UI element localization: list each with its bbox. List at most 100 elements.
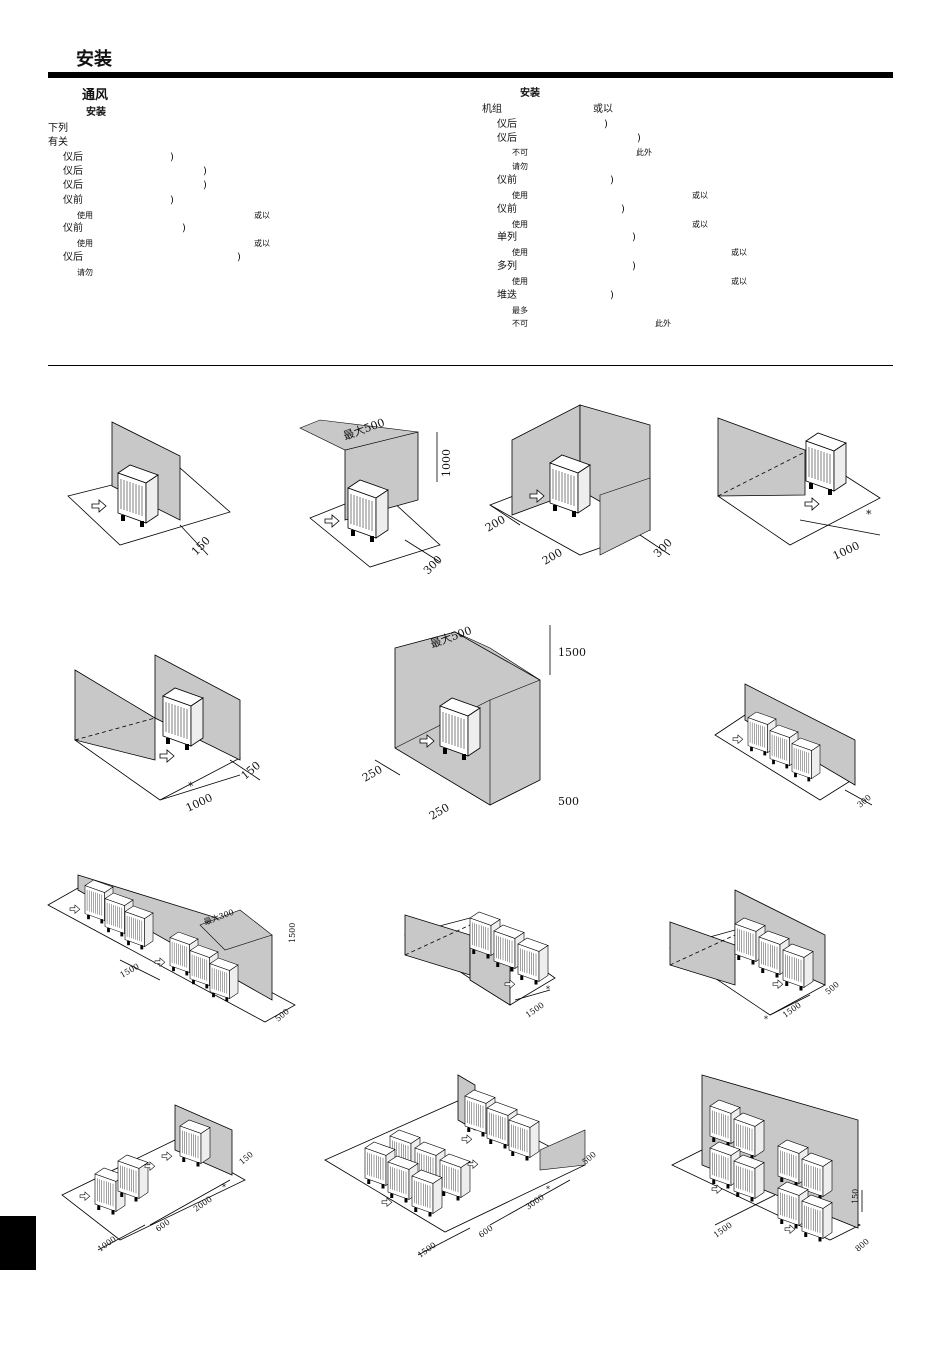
text-line: )	[182, 223, 186, 234]
figure-12: 500 3000 * 600 1500	[324, 1074, 598, 1260]
text-line: )	[621, 204, 625, 215]
text-line: 不可	[512, 148, 528, 157]
page-title: 安装	[76, 49, 112, 70]
dim-label: 1500	[524, 1001, 546, 1020]
text-line: 请勿	[77, 268, 93, 277]
text-line: 使用	[512, 220, 528, 229]
text-line: 使用	[512, 191, 528, 200]
dim-label: 1500	[558, 646, 586, 659]
dim-label: 1500	[416, 1241, 438, 1260]
text-line: 仪后	[63, 180, 83, 191]
section-separator	[48, 365, 893, 366]
text-line: )	[610, 175, 614, 186]
dim-label: *	[188, 780, 194, 793]
figure-13: 150 1500 800	[671, 1074, 871, 1254]
title-rule	[48, 72, 893, 78]
figure-3: 200 200 300	[483, 404, 675, 568]
figure-2: 1000 最大500 300	[299, 415, 453, 577]
text-line: 使用	[77, 239, 93, 248]
text-line: 或以	[692, 220, 708, 229]
dim-label: *	[866, 508, 872, 521]
text-line: 仪后	[63, 166, 83, 177]
text-line: )	[237, 252, 241, 263]
text-line: 或以	[254, 239, 270, 248]
figure-4: * 1000	[717, 417, 881, 563]
dim-label: 300	[651, 536, 675, 560]
text-line: )	[632, 261, 636, 272]
dim-label: *	[546, 985, 550, 994]
text-line: 或以	[593, 104, 613, 115]
dim-label: *	[222, 1183, 226, 1192]
text-line: 使用	[512, 248, 528, 257]
dim-label: 300	[856, 793, 873, 810]
dim-label: 250	[427, 801, 452, 823]
text-line: 堆迭	[497, 290, 517, 301]
text-line: )	[632, 232, 636, 243]
dim-label: 150	[189, 534, 213, 558]
figure-10: 500 1500 *	[669, 889, 841, 1024]
section-heading-ventilation: 通风	[82, 88, 109, 103]
figure-1: 150	[67, 421, 231, 558]
text-line: 仪后	[497, 133, 517, 144]
text-line: )	[170, 152, 174, 163]
text-line: 仪前	[63, 223, 83, 234]
text-line: 使用	[77, 211, 93, 220]
dim-label: 200	[483, 513, 508, 535]
text-line: 或以	[731, 277, 747, 286]
text-line: )	[604, 119, 608, 130]
dim-label: *	[764, 1015, 768, 1024]
text-line: 仪前	[63, 195, 83, 206]
text-line: 此外	[655, 319, 671, 328]
dim-label: 800	[854, 1237, 871, 1254]
dim-label: 500	[558, 795, 579, 808]
text-line: 有关	[48, 137, 68, 148]
figure-9: * 1500	[404, 911, 556, 1020]
text-line: 请勿	[512, 162, 528, 171]
figure-8: 最大300 1500 1500 500	[47, 874, 297, 1024]
dim-label: 150	[238, 1150, 255, 1167]
dim-label: 150	[851, 1189, 860, 1204]
text-line: 单列	[497, 232, 517, 243]
section-subheading-install: 安装	[86, 107, 106, 118]
dim-label: 200	[540, 546, 565, 568]
text-line: 或以	[254, 211, 270, 220]
dim-label: 250	[360, 763, 385, 785]
text-line: 仪前	[497, 175, 517, 186]
dim-label: 1000	[440, 449, 453, 477]
figure-6: 1500 最大500 250 250 500	[360, 623, 586, 823]
text-line: 仪后	[497, 119, 517, 130]
text-line: 仪后	[63, 252, 83, 263]
dim-label: 1500	[712, 1221, 734, 1240]
text-line: 此外	[636, 148, 652, 157]
text-line: 仪前	[497, 204, 517, 215]
text-line: 或以	[692, 191, 708, 200]
dim-label: 300	[421, 553, 445, 577]
page-edge-tab	[0, 1216, 36, 1270]
text-line: )	[637, 133, 641, 144]
text-line: 机组	[482, 104, 502, 115]
dim-label: *	[546, 1185, 550, 1194]
dim-label: 1500	[119, 962, 141, 980]
text-line: 或以	[731, 248, 747, 257]
dim-label: 1000	[184, 791, 215, 815]
text-line: 最多	[512, 306, 528, 315]
text-line: 使用	[512, 277, 528, 286]
text-line: )	[170, 195, 174, 206]
section-heading-install: 安装	[520, 88, 540, 99]
dim-label: 1000	[831, 539, 862, 563]
text-line: )	[203, 180, 207, 191]
figure-5: 150 * 1000	[74, 654, 263, 815]
figure-11: 150 * 2000 600 1000	[61, 1104, 255, 1254]
dim-label: 3000	[524, 1193, 546, 1212]
text-line: 下列	[48, 123, 68, 134]
dim-label: 150	[239, 759, 263, 782]
text-line: 仪后	[63, 152, 83, 163]
dim-label: 500	[824, 980, 841, 997]
text-line: )	[203, 166, 207, 177]
figure-7: 300	[714, 683, 873, 810]
text-line: )	[610, 290, 614, 301]
dim-label: 1000	[96, 1235, 118, 1254]
text-line: 多列	[497, 261, 517, 272]
dim-label: 1500	[288, 923, 297, 943]
